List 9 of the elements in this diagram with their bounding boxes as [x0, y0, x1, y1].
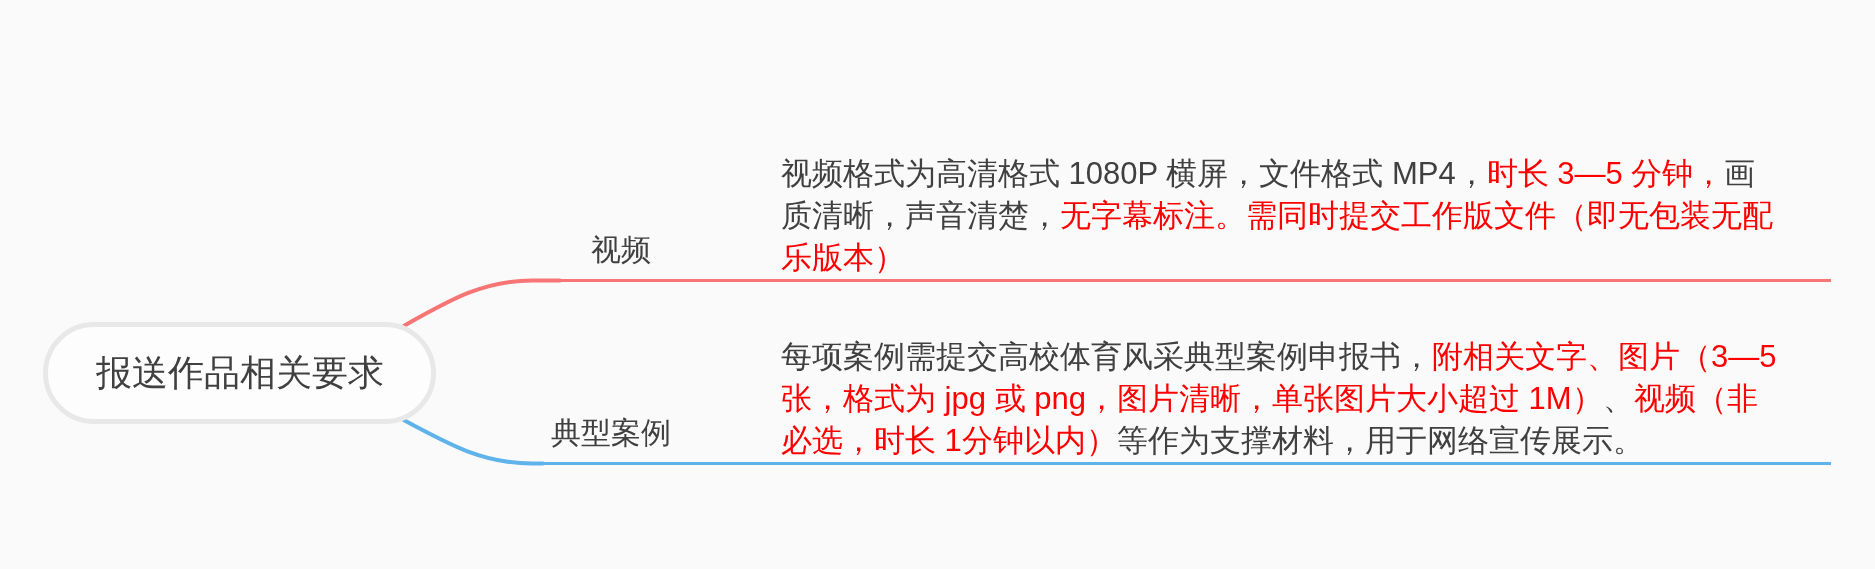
branch-topic-text: 视频 [591, 232, 651, 268]
detail-text: 视频格式为高清格式 1080P 横屏，文件格式 MP4，时长 3—5 分钟，画质清晰，声音清楚，无字幕标注。需同时提交工作版文件（即无包装无配乐版本） [781, 155, 1774, 277]
branch-connector [676, 462, 772, 465]
branch-connector [680, 279, 772, 282]
central-topic-text: 报送作品相关要求 [95, 351, 384, 395]
detail-text: 每项案例需提交高校体育风采典型案例申报书，附相关文字、图片（3—5张，格式为 jpg 或 png，图片清晰，单张图片大小超过 1M）、视频（非必选，时长 1分钟以内）等作为支撑材料，用于网络宣传展示。 [781, 338, 1778, 460]
branch-connector [402, 418, 545, 466]
branch-topic-text: 典型案例 [550, 415, 671, 451]
branch-connector [402, 278, 562, 328]
